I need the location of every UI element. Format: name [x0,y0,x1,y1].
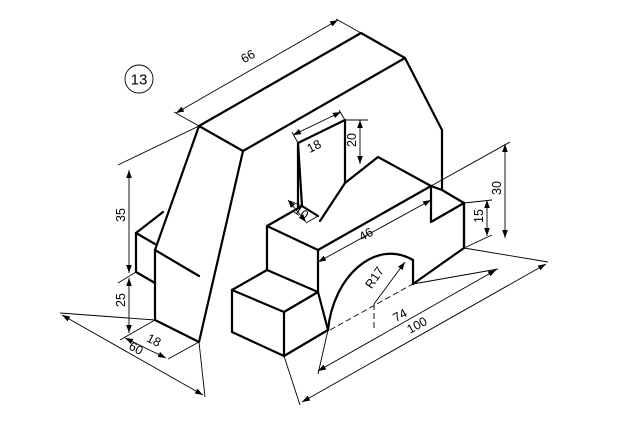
dim-18-slot: 18 [305,137,324,156]
dim-46: 46 [357,225,376,244]
dim-10: 10 [292,203,311,222]
object-outline [134,31,466,358]
dim-30: 30 [490,181,504,195]
dim-60: 60 [126,339,145,358]
drawing-number: 13 [131,72,148,89]
dimension-lines [61,19,547,403]
dim-74: 74 [391,306,410,325]
dim-35: 35 [114,208,128,222]
dim-18-wall: 18 [144,331,163,350]
dim-20: 20 [345,133,359,147]
drawing-number-badge: 13 [124,64,154,94]
dimension-labels: 66 18 20 10 46 35 25 30 15 R17 74 100 18… [114,47,504,358]
dim-15: 15 [472,209,486,223]
dim-r17: R17 [362,264,386,291]
dim-25: 25 [114,293,128,307]
dim-66: 66 [238,47,257,66]
